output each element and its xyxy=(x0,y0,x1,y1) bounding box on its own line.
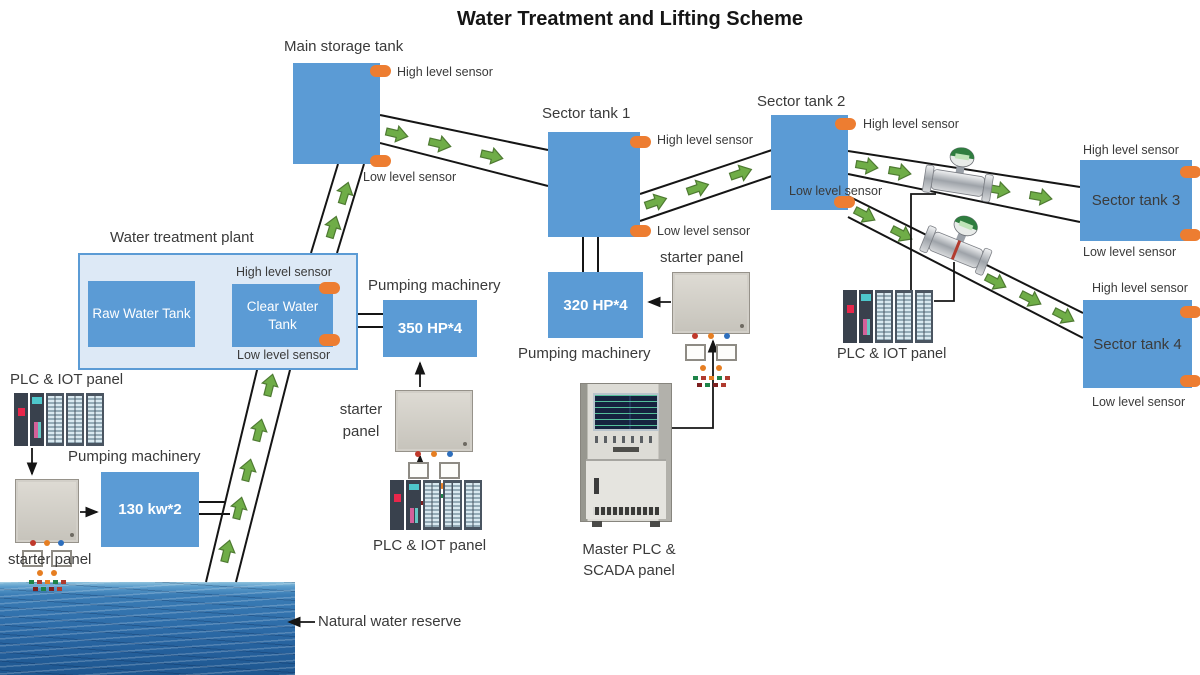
sector4-low-level-sensor xyxy=(1180,375,1200,387)
sector3-high-level-sensor-label: High level sensor xyxy=(1083,143,1179,157)
pipe-sector1-to-pump320 xyxy=(582,237,599,272)
pipe-main-to-sector1 xyxy=(379,114,549,187)
main-tank-high-level-sensor xyxy=(370,65,391,77)
master-plc-scada-label: Master PLC & SCADA panel xyxy=(582,541,676,579)
sector-tank-1-label: Sector tank 1 xyxy=(542,105,631,122)
water-treatment-plant-label: Water treatment plant xyxy=(110,229,254,246)
sector2-low-level-sensor xyxy=(834,196,855,208)
pumping-machinery-350-label: Pumping machinery xyxy=(368,277,501,294)
pump-320hp: 320 HP*4 xyxy=(548,272,643,338)
starter-panel-mid xyxy=(395,390,473,505)
sector1-high-level-sensor-label: High level sensor xyxy=(657,133,753,147)
pipe-clear-to-pump350 xyxy=(354,313,383,328)
sector3-low-level-sensor-label: Low level sensor xyxy=(1083,245,1177,259)
sector-tank-4-label: Sector tank 4 xyxy=(1093,335,1182,353)
flow-meter-1 xyxy=(922,147,994,203)
sector3-high-level-sensor xyxy=(1180,166,1200,178)
main-storage-tank xyxy=(293,63,380,164)
plc-iot-panel-left xyxy=(14,393,104,446)
flow-meter-2 xyxy=(919,215,993,276)
pipe-plant-to-main-tank xyxy=(310,163,365,254)
plc-iot-panel-mid-label: PLC & IOT panel xyxy=(373,537,487,554)
connector-scada-to-starter xyxy=(668,339,719,429)
sector2-high-level-sensor-label: High level sensor xyxy=(863,117,959,131)
main-storage-tank-label: Main storage tank xyxy=(284,38,404,55)
sector4-low-level-sensor-label: Low level sensor xyxy=(1092,395,1186,409)
pipe-sector1-to-sector2 xyxy=(639,149,773,222)
plc-iot-panel-right xyxy=(843,290,933,343)
scada-handle xyxy=(593,478,599,495)
sector2-low-level-sensor-label: Low level sensor xyxy=(789,184,883,198)
clear-water-tank: Clear Water Tank xyxy=(232,284,333,347)
pump-350hp: 350 HP*4 xyxy=(383,300,477,357)
connector-flowmeter1-to-plc xyxy=(910,193,936,290)
scada-vent xyxy=(592,507,660,515)
scada-screen xyxy=(592,393,660,431)
sector-tank-3-label: Sector tank 3 xyxy=(1091,192,1181,209)
clear-tank-high-level-sensor-label: High level sensor xyxy=(236,265,332,279)
starter-panel-mid-label: starter panel xyxy=(339,401,383,440)
starter-panel-left-label: starter panel xyxy=(8,551,92,568)
sector4-high-level-sensor xyxy=(1180,306,1200,318)
pump-130kw: 130 kw*2 xyxy=(101,472,199,547)
sector3-low-level-sensor xyxy=(1180,229,1200,241)
pumping-machinery-320-label: Pumping machinery xyxy=(518,345,651,362)
scada-label-strip xyxy=(613,447,639,452)
clear-tank-high-level-sensor xyxy=(319,282,340,294)
sector4-high-level-sensor-label: High level sensor xyxy=(1092,281,1188,295)
connector-flowmeter2-to-plc xyxy=(934,262,955,302)
pipe-pump130-to-riser xyxy=(199,501,230,515)
starter-panel-center xyxy=(672,272,750,387)
plc-iot-panel-right-label: PLC & IOT panel xyxy=(837,346,947,362)
scada-door xyxy=(586,459,666,519)
pipe-ocean-to-plant xyxy=(205,365,292,583)
sector-tank-2-label: Sector tank 2 xyxy=(757,93,846,110)
pumping-machinery-130-label: Pumping machinery xyxy=(68,448,201,465)
page-title: Water Treatment and Lifting Scheme xyxy=(457,8,803,30)
main-tank-high-level-sensor-label: High level sensor xyxy=(397,65,493,79)
main-tank-low-level-sensor xyxy=(370,155,391,167)
plc-iot-panel-left-label: PLC & IOT panel xyxy=(10,371,124,388)
starter-panel-center-label: starter panel xyxy=(660,249,744,266)
sector1-high-level-sensor xyxy=(630,136,651,148)
main-tank-low-level-sensor-label: Low level sensor xyxy=(363,170,457,184)
clear-tank-low-level-sensor-label: Low level sensor xyxy=(237,348,331,362)
sector1-low-level-sensor-label: Low level sensor xyxy=(657,224,751,238)
plc-iot-panel-mid xyxy=(390,480,483,530)
natural-water-reserve-image xyxy=(0,582,295,675)
master-plc-scada-cabinet xyxy=(580,383,672,527)
starter-panel-left xyxy=(15,479,79,592)
raw-water-tank: Raw Water Tank xyxy=(88,281,195,347)
scada-button-row xyxy=(594,436,658,443)
natural-water-reserve-label: Natural water reserve xyxy=(318,613,462,630)
sector-tank-3: Sector tank 3 xyxy=(1080,160,1192,241)
sector-tank-1 xyxy=(548,132,640,237)
clear-tank-low-level-sensor xyxy=(319,334,340,346)
sector2-high-level-sensor xyxy=(835,118,856,130)
sector1-low-level-sensor xyxy=(630,225,651,237)
sector-tank-4: Sector tank 4 xyxy=(1083,300,1192,388)
sector-tank-2 xyxy=(771,115,848,210)
